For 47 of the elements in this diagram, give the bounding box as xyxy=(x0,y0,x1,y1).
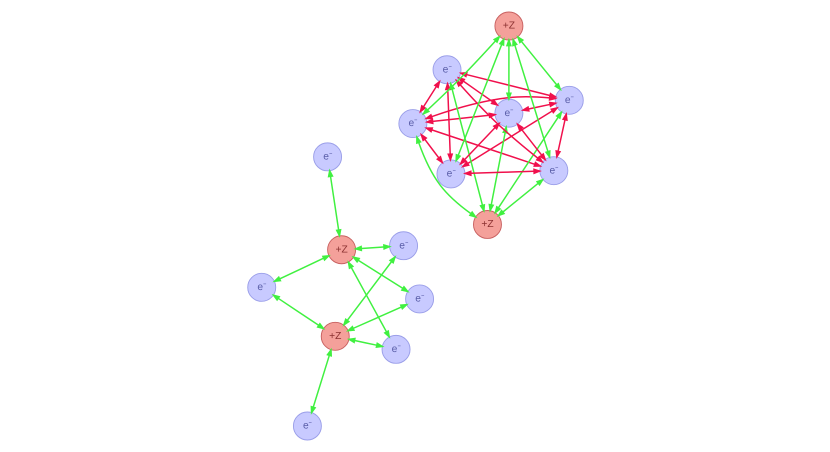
node-circle: +Z xyxy=(320,322,350,351)
node-circle: e⁻ xyxy=(398,109,427,138)
node-circle: e⁻ xyxy=(292,412,322,440)
arrow xyxy=(272,254,330,282)
arrow xyxy=(271,294,325,330)
node-circle: e⁻ xyxy=(436,159,465,188)
arrow xyxy=(554,112,568,160)
arrow xyxy=(454,37,504,163)
arrow xyxy=(421,34,500,116)
arrow xyxy=(494,110,562,214)
node-circle: e⁻ xyxy=(388,231,418,260)
arrow xyxy=(342,255,396,327)
arrow xyxy=(505,38,512,102)
arrow xyxy=(352,244,392,252)
arrow xyxy=(520,102,558,112)
node-circle: e⁻ xyxy=(312,142,342,172)
arrow xyxy=(516,122,546,162)
arrow xyxy=(310,348,332,415)
node-circle: e⁻ xyxy=(381,334,410,364)
arrow xyxy=(460,106,558,168)
node-circle: +Z xyxy=(472,210,502,239)
node-circle: e⁻ xyxy=(432,55,461,84)
arrow xyxy=(346,260,390,339)
arrow xyxy=(456,76,499,106)
arrow xyxy=(345,304,408,332)
arrow xyxy=(346,338,384,348)
arrow xyxy=(351,256,410,293)
node-circle: e⁻ xyxy=(404,284,434,314)
node-circle: e⁻ xyxy=(494,98,523,128)
arrow xyxy=(462,168,542,176)
arrow xyxy=(516,35,562,92)
node-circle: +Z xyxy=(494,12,523,40)
node-circle: e⁻ xyxy=(246,272,276,302)
node-circle: +Z xyxy=(326,235,356,264)
arrow xyxy=(496,178,544,218)
node-circle: e⁻ xyxy=(554,86,584,115)
arrow xyxy=(327,168,342,238)
arrow xyxy=(454,78,544,164)
arrow xyxy=(424,127,542,167)
arrow xyxy=(512,37,550,160)
arrow xyxy=(458,122,500,166)
arrow xyxy=(416,135,477,218)
arrow xyxy=(444,82,453,162)
arrow xyxy=(418,80,440,114)
node-circle: e⁻ xyxy=(538,156,568,186)
arrow xyxy=(419,132,444,164)
arrow xyxy=(424,112,497,124)
